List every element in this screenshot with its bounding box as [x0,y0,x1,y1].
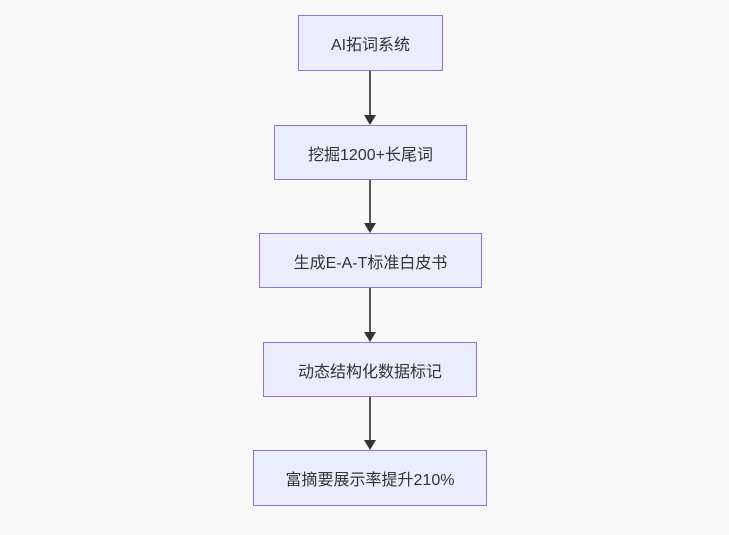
arrow-down-icon [364,115,376,125]
flow-node-longtail-mining: 挖掘1200+长尾词 [274,125,467,180]
flow-edge-line-3 [369,288,371,333]
flow-node-eat-whitepaper: 生成E-A-T标准白皮书 [259,233,482,288]
arrow-down-icon [364,223,376,233]
flow-node-ai-keyword-system: AI拓词系统 [298,15,443,71]
flow-node-structured-data-markup: 动态结构化数据标记 [263,342,477,397]
flow-edge-line-4 [369,397,371,441]
flow-edge-line-1 [369,71,371,116]
flow-edge-line-2 [369,180,371,224]
flow-node-rich-snippet-result: 富摘要展示率提升210% [253,450,487,506]
arrow-down-icon [364,332,376,342]
arrow-down-icon [364,440,376,450]
